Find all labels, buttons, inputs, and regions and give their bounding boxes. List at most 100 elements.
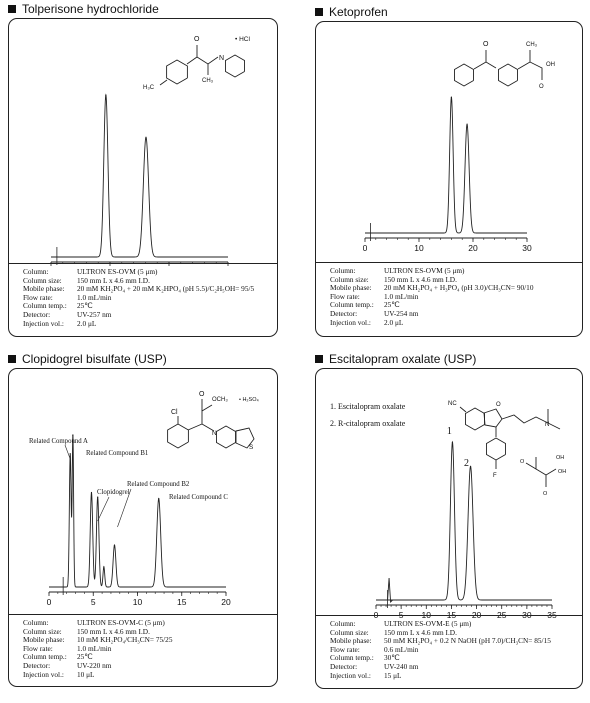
label-leader: [64, 444, 71, 460]
condition-value: 20 mM KH₂PO₄ + 20 mM K₂HPO₄ (pH 5.5)/C₂H…: [77, 284, 255, 294]
bond: [187, 404, 213, 431]
ring-bond: [498, 63, 518, 87]
x-tick-label: 10: [133, 597, 143, 607]
condition-value: ULTRON ES-OVM (5 μm): [384, 266, 465, 275]
condition-key: Flow rate:: [330, 291, 360, 301]
condition-key: Detector:: [23, 309, 51, 319]
condition-key: Column temp.:: [23, 301, 67, 311]
condition-row: Column temp.: 30℃: [330, 654, 551, 663]
conditions-divider: [316, 615, 582, 616]
condition-key: Column size:: [330, 627, 369, 637]
peak-apex: [105, 94, 107, 96]
bond: [159, 79, 168, 86]
panel-title: Tolperisone hydrochloride: [8, 2, 159, 18]
condition-row: Mobile phase:50 mM KH₂PO₄ + 0.2 N NaOH (…: [330, 637, 551, 646]
condition-key: Mobile phase:: [23, 635, 65, 645]
chromatogram-plot: 0102030OCH₃NH₃C• HCl: [49, 36, 251, 269]
chromatogram-trace: [49, 434, 226, 588]
condition-value: UV-254 nm: [384, 308, 419, 318]
legend-entry: 2. R-citalopram oxalate: [330, 419, 406, 428]
condition-row: Column temp.:25℃: [23, 653, 172, 662]
peak-label: Related Compound C: [169, 494, 228, 501]
chromatogram-trace: [51, 93, 228, 258]
peak-apex: [72, 434, 74, 436]
benzene-ring: [454, 63, 474, 87]
condition-key: Mobile phase:: [330, 283, 372, 293]
x-tick-label: 15: [447, 610, 457, 619]
ring-bond: [454, 63, 474, 87]
condition-value: 25℃: [77, 301, 93, 311]
atom-label: OH: [558, 469, 566, 475]
condition-key: Column:: [23, 618, 49, 627]
x-tick-label: 25: [497, 610, 507, 619]
atom-label: O: [520, 459, 525, 465]
condition-value: 2.0 μL: [77, 318, 97, 328]
atom-label: OH: [556, 455, 564, 461]
panel-title: Ketoprofen: [315, 5, 388, 21]
condition-value: 50 mM KH₂PO₄ + 0.2 N NaOH (pH 7.0)/CH₃CN…: [384, 636, 551, 646]
ring-bond: [486, 437, 506, 461]
condition-row: Column size:150 mm L x 4.6 mm I.D.: [330, 275, 533, 285]
fluorophenyl-ring: [486, 437, 506, 461]
panel-title: Clopidogrel bisulfate (USP): [8, 352, 167, 368]
atom-label: Cl: [171, 409, 178, 416]
condition-value: 15 μL: [384, 670, 402, 680]
condition-value: 30℃: [384, 653, 400, 663]
bond: [535, 457, 547, 487]
atom-label: O: [199, 391, 205, 398]
ring-bond: [167, 423, 189, 449]
atom-label: OCH₃: [212, 397, 228, 403]
condition-value: ULTRON ES-OVM (5 μm): [77, 267, 158, 276]
x-tick-label: 5: [399, 610, 404, 619]
condition-row: Injection vol.:15 μL: [330, 670, 551, 681]
atom-label: O: [539, 84, 544, 90]
x-tick-label: 10: [414, 243, 424, 253]
condition-row: Column:ULTRON ES-OVM-C (5 μm): [23, 618, 172, 628]
condition-key: Injection vol.:: [23, 669, 64, 679]
condition-value: ULTRON ES-OVM-E (5 μm): [384, 619, 472, 628]
condition-row: Mobile phase:20 mM KH₂PO₄ + H₃PO₄ (pH 3.…: [330, 284, 533, 293]
condition-value: UV-257 nm: [77, 309, 112, 319]
bond: [501, 414, 549, 424]
atom-label: OH: [546, 62, 555, 68]
atom-label: O: [543, 491, 548, 497]
peak-label: Related Compound B1: [86, 450, 148, 457]
x-tick-label: 0: [363, 243, 368, 253]
condition-key: Flow rate:: [23, 292, 53, 302]
bond: [201, 423, 215, 432]
bullet-square-icon: [8, 5, 16, 13]
condition-key: Column size:: [23, 626, 62, 636]
atom-label: S: [249, 444, 254, 451]
ring-bond: [166, 59, 188, 85]
peak-label: 2: [464, 458, 469, 469]
condition-key: Injection vol.:: [330, 317, 371, 327]
condition-row: Mobile phase:10 mM KH₂PO₄/CH₃CN= 75/25: [23, 636, 172, 645]
atom-label: N: [212, 430, 217, 437]
condition-row: Mobile phase:20 mM KH₂PO₄ + 20 mM K₂HPO₄…: [23, 285, 254, 294]
x-tick-label: 15: [177, 597, 187, 607]
salt-label: • HCl: [235, 36, 250, 43]
conditions-table: Column:ULTRON ES-OVM-E (5 μm)Column size…: [330, 619, 551, 681]
condition-value: 150 mm L x 4.6 mm I.D.: [384, 627, 457, 637]
condition-value: 25℃: [384, 300, 400, 310]
condition-row: Column: ULTRON ES-OVM (5 μm): [23, 267, 254, 277]
condition-row: Column:ULTRON ES-OVM-E (5 μm): [330, 619, 551, 629]
atom-label: O: [496, 402, 501, 408]
peak-apex: [113, 544, 116, 546]
peak-label: 1: [447, 426, 452, 437]
label-leader: [97, 496, 110, 522]
condition-row: Detector:UV-240 nm: [330, 662, 551, 672]
condition-key: Column temp.:: [330, 653, 374, 663]
peak-apex: [450, 96, 452, 98]
condition-row: Flow rate:1.0 mL/min: [330, 291, 533, 302]
atom-label: N: [219, 55, 224, 62]
condition-value: 0.6 mL/min: [384, 644, 419, 654]
condition-key: Column:: [23, 267, 49, 276]
bullet-square-icon: [315, 355, 323, 363]
bond: [473, 50, 487, 70]
